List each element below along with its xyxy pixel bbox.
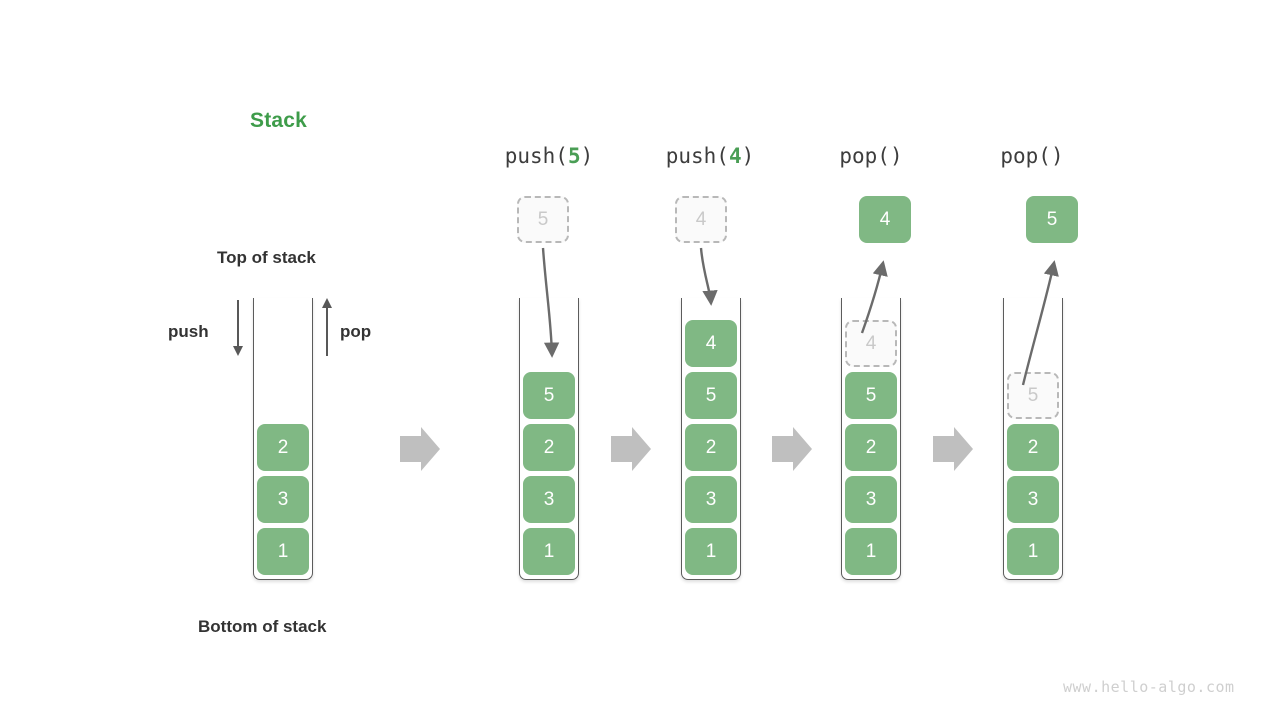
step-arrow [400,427,440,471]
stack-cell: 3 [257,476,309,523]
step-arrow [772,427,812,471]
header-prefix: pop( [1000,144,1051,168]
column-header-push-4: push(4) [610,144,810,168]
stack-cell: 1 [685,528,737,575]
stack-container-pop-1 [841,298,901,580]
incoming-ghost-cell: 5 [517,196,569,243]
column-header-pop-1: pop() [771,144,971,168]
column-header-pop-2: pop() [932,144,1132,168]
header-suffix: ) [1050,144,1064,168]
column-header-push-5: push(5) [449,144,649,168]
incoming-ghost-cell: 4 [675,196,727,243]
step-arrow [611,427,651,471]
push-label: push [168,322,209,341]
header-arg: 5 [567,144,581,168]
stack-cell: 2 [523,424,575,471]
stack-cell: 5 [523,372,575,419]
outgoing-cell: 4 [859,196,911,243]
pop-arrow-head [321,298,332,308]
stack-cell: 3 [1007,476,1059,523]
header-arg: 4 [728,144,742,168]
removed-ghost-cell: 5 [1007,372,1059,419]
stack-container-pop-2 [1003,298,1063,580]
outgoing-cell: 5 [1026,196,1078,243]
stack-cell: 5 [685,372,737,419]
removed-ghost-cell: 4 [845,320,897,367]
stack-cell: 1 [1007,528,1059,575]
stack-cell: 4 [685,320,737,367]
header-prefix: push( [665,144,729,168]
pop-label: pop [340,322,372,341]
watermark: www.hello-algo.com [1063,678,1235,696]
push-arrow-shaft [237,300,239,348]
stack-cell: 2 [845,424,897,471]
header-suffix: ) [741,144,755,168]
step-arrow [933,427,973,471]
stack-cell: 3 [685,476,737,523]
stack-cell: 3 [523,476,575,523]
stack-cell: 1 [845,528,897,575]
push-arrow-head [232,346,243,356]
stack-cell: 2 [685,424,737,471]
page-title: Stack [250,109,308,132]
header-suffix: ) [889,144,903,168]
push-4-motion-arrow [699,247,718,306]
stack-container-push-4 [681,298,741,580]
pop-arrow-shaft [326,308,328,356]
header-prefix: pop( [839,144,890,168]
stack-cell: 3 [845,476,897,523]
stack-cell: 1 [257,528,309,575]
stack-cell: 1 [523,528,575,575]
stack-container-push-5 [519,298,579,580]
stack-container-initial [253,298,313,580]
stack-cell: 2 [1007,424,1059,471]
top-of-stack-label: Top of stack [217,248,316,267]
header-suffix: ) [580,144,594,168]
bottom-of-stack-label: Bottom of stack [198,617,327,636]
header-prefix: push( [504,144,568,168]
stack-cell: 5 [845,372,897,419]
stack-cell: 2 [257,424,309,471]
